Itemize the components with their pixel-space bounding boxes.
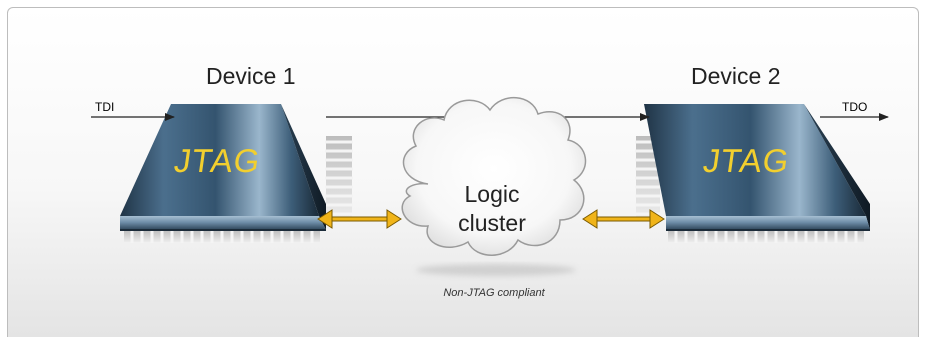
device-2: Device 2 bbox=[635, 63, 870, 243]
tdo-signal: TDO bbox=[820, 100, 889, 121]
device-1-chip-right bbox=[281, 104, 326, 230]
device-2-chip-side bbox=[666, 216, 870, 230]
device-1-right-pins bbox=[325, 136, 353, 218]
device-2-bottom-pins bbox=[668, 229, 864, 243]
device-2-chip-top bbox=[644, 104, 866, 216]
tdo-label: TDO bbox=[842, 100, 867, 114]
diagram-panel: Device 1 bbox=[7, 7, 919, 337]
logic-cluster: Logic cluster Non-JTAG compliant bbox=[401, 96, 587, 299]
logic-cluster-line1: Logic bbox=[465, 181, 520, 207]
tdi-label: TDI bbox=[95, 100, 114, 114]
logic-cluster-line2: cluster bbox=[458, 210, 526, 236]
bus-arrow-left bbox=[317, 209, 402, 229]
cloud-shape bbox=[401, 96, 587, 256]
device-2-jtag-label: JTAG bbox=[701, 143, 792, 180]
logic-cluster-note: Non-JTAG compliant bbox=[443, 287, 545, 299]
device-1-chip-side bbox=[120, 216, 326, 230]
device-2-title: Device 2 bbox=[691, 63, 780, 89]
tdi-signal: TDI bbox=[91, 100, 175, 121]
device-1-chip-top bbox=[120, 104, 319, 216]
device-1: Device 1 bbox=[120, 63, 353, 243]
bus-arrow-right bbox=[582, 209, 665, 229]
device-2-left-pins bbox=[635, 136, 661, 218]
device-1-bottom-pins bbox=[124, 229, 320, 243]
device-1-jtag-label: JTAG bbox=[172, 143, 263, 180]
device-1-title: Device 1 bbox=[206, 63, 295, 89]
jtag-chain-diagram: Device 1 bbox=[91, 63, 889, 299]
